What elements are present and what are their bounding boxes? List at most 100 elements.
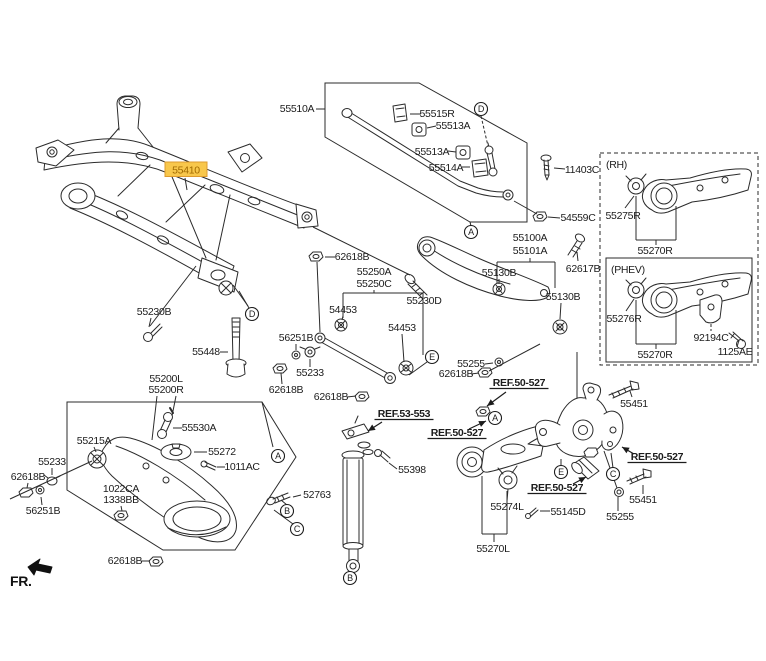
stabilizer-group-box (324, 82, 528, 223)
leader-line (447, 150, 457, 153)
leader-line (148, 317, 152, 328)
leader-line (547, 216, 561, 219)
connection-marker-E (424, 349, 440, 365)
part-label-55398: 55398 (398, 464, 426, 476)
leader-line (261, 401, 274, 448)
leader-line (40, 496, 43, 506)
ref-arrow-head (578, 477, 586, 484)
part-label-54453: 54453 (388, 322, 416, 334)
leader-line (488, 343, 541, 372)
part-label-1022CA: 1022CA (103, 483, 139, 495)
connection-marker-A (463, 224, 479, 240)
part-label-1338BB: 1338BB (103, 494, 139, 506)
part-label-55255: 55255 (457, 358, 485, 370)
leader-line (629, 390, 633, 398)
connection-marker-letter-D: D (478, 104, 485, 114)
part-label-62617B: 62617B (566, 263, 601, 275)
connection-marker-letter-C: C (610, 469, 617, 479)
part-label-55274L: 55274L (490, 501, 524, 513)
part-label-1125AE: 1125AE (718, 346, 753, 358)
knuckle-shape (525, 380, 652, 519)
leader-line (184, 177, 188, 191)
part-label-55513A: 55513A (436, 120, 471, 132)
fr-direction-label: FR. (10, 573, 32, 589)
connection-marker-letter-E: E (429, 352, 435, 362)
part-label-55275R: 55275R (606, 210, 642, 222)
part-label-55100A: 55100A (513, 232, 548, 244)
part-label-55515R: 55515R (420, 108, 456, 120)
leader-line (316, 261, 321, 333)
part-label-55513A: 55513A (415, 146, 450, 158)
leader-line (346, 395, 357, 398)
part-label-11403C: 11403C (565, 164, 600, 176)
connection-marker-letter-A: A (468, 227, 474, 237)
leader-line (93, 446, 97, 453)
part-label-55448: 55448 (192, 346, 220, 358)
connection-marker-A (487, 410, 503, 426)
part-label-55451: 55451 (620, 398, 648, 410)
part-label-56251B: 56251B (26, 505, 61, 517)
leader-line-dashed (480, 115, 489, 147)
connection-marker-letter-B: B (347, 573, 353, 583)
part-label-55215A: 55215A (77, 435, 112, 447)
ref-arrow-head (622, 447, 630, 454)
ref-label-REF.53-553: REF.53-553 (378, 408, 431, 420)
leader-line (576, 251, 579, 262)
phev-arm-shape (625, 272, 752, 349)
leader-line (26, 482, 29, 489)
assist-arm-shape (308, 251, 414, 402)
part-label-56251B: 56251B (279, 332, 314, 344)
part-label-55270L: 55270L (476, 543, 510, 555)
leader-line (470, 372, 480, 375)
ref-label-REF.50-527: REF.50-527 (531, 482, 584, 494)
leader-line (484, 362, 494, 365)
connection-marker-A (270, 448, 286, 464)
ref-arrow-head (487, 399, 495, 406)
leader-line (408, 361, 428, 376)
highlight-box (164, 161, 208, 177)
part-label-55250C: 55250C (357, 278, 393, 290)
leader-line (513, 200, 538, 215)
part-label-55200R: 55200R (149, 384, 185, 396)
connection-marker-letter-C: C (294, 524, 301, 534)
phev-variant-box (605, 257, 753, 363)
leader-line (388, 462, 398, 470)
leader-line (171, 395, 177, 417)
ref-label-REF.50-527: REF.50-527 (631, 451, 684, 463)
leader-line (292, 494, 302, 498)
part-label-55514A: 55514A (429, 162, 464, 174)
leader-line (624, 195, 635, 209)
ref-arrow-head (478, 421, 486, 427)
ref-label-REF.50-527: REF.50-527 (431, 427, 484, 439)
connection-marker-letter-A: A (492, 413, 498, 423)
leader-line (238, 290, 250, 309)
leader-line (149, 265, 197, 327)
part-label-55270R: 55270R (638, 349, 674, 361)
leader-line (625, 298, 635, 312)
part-label-55255: 55255 (606, 511, 634, 523)
leader-line (559, 302, 562, 320)
part-label-55101A: 55101A (513, 245, 548, 257)
connection-marker-D (244, 306, 260, 322)
part-label-55233: 55233 (38, 456, 66, 468)
leader-line (280, 372, 283, 385)
leader-line (401, 333, 405, 363)
part-label-62618B: 62618B (269, 384, 304, 396)
variant-tag-RH: (RH) (606, 159, 627, 171)
part-label-55130B: 55130B (546, 291, 581, 303)
part-label-55233: 55233 (296, 367, 324, 379)
part-label-55200L: 55200L (149, 373, 183, 385)
part-label-1011AC: 1011AC (224, 461, 260, 473)
connection-marker-D (473, 101, 489, 117)
part-label-55130B: 55130B (482, 267, 517, 279)
part-label-55530A: 55530A (182, 422, 217, 434)
connection-marker-C (289, 521, 305, 537)
part-label-55270R: 55270R (638, 245, 674, 257)
part-label-55510A: 55510A (280, 103, 315, 115)
leader-line (736, 339, 740, 348)
part-label-55250A: 55250A (357, 266, 392, 278)
leader-line (426, 125, 437, 129)
connection-marker-B (342, 570, 358, 586)
